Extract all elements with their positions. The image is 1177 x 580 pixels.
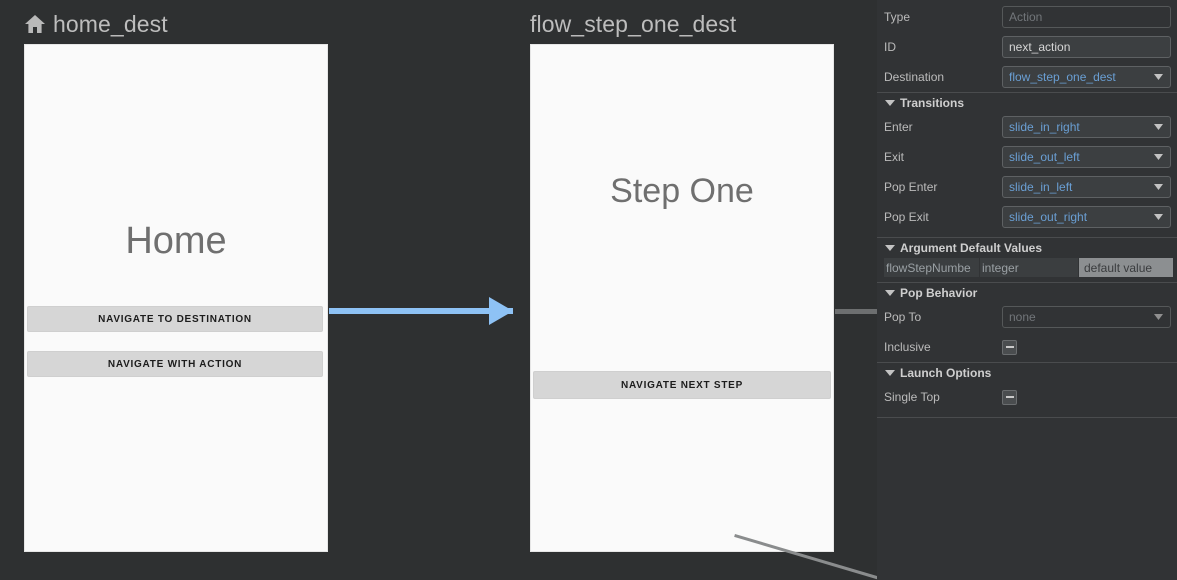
checkbox-indeterminate-icon: [1005, 396, 1014, 398]
property-row-pop-exit: Pop Exit slide_out_right: [877, 202, 1177, 232]
chevron-down-icon: [1150, 67, 1166, 87]
section-header-launch-options[interactable]: Launch Options: [877, 363, 1177, 382]
pop-enter-label: Pop Enter: [884, 180, 938, 194]
enter-transition-value: slide_in_right: [1009, 120, 1080, 134]
destination-node-home-dest[interactable]: home_dest Home NAVIGATE TO DESTINATION N…: [24, 4, 328, 552]
inclusive-label: Inclusive: [884, 340, 931, 354]
properties-panel[interactable]: Type Action ID next_action Destination f…: [877, 0, 1177, 580]
exit-label: Exit: [884, 150, 905, 164]
section-title-launch-options: Launch Options: [900, 365, 992, 380]
enter-label: Enter: [884, 120, 913, 134]
navigation-graph-canvas[interactable]: home_dest Home NAVIGATE TO DESTINATION N…: [0, 0, 877, 580]
destination-node-title-row: home_dest: [24, 4, 328, 44]
argument-default-value-cell[interactable]: default value: [1079, 258, 1173, 277]
property-row-pop-to: Pop To none: [877, 302, 1177, 332]
property-row-pop-enter: Pop Enter slide_in_left: [877, 172, 1177, 202]
property-row-id: ID next_action: [877, 32, 1177, 62]
navigate-with-action-button[interactable]: NAVIGATE WITH ACTION: [27, 351, 323, 377]
divider: [877, 237, 1177, 238]
section-title-argument-default-values: Argument Default Values: [900, 240, 1043, 255]
home-icon: [24, 14, 46, 34]
pop-exit-transition-dropdown[interactable]: slide_out_right: [1002, 206, 1171, 228]
type-field: Action: [1002, 6, 1171, 28]
section-header-argument-default-values[interactable]: Argument Default Values: [877, 238, 1177, 257]
exit-transition-dropdown[interactable]: slide_out_left: [1002, 146, 1171, 168]
destination-value: flow_step_one_dest: [1009, 70, 1116, 84]
navigate-to-destination-button[interactable]: NAVIGATE TO DESTINATION: [27, 306, 323, 332]
card-center-label: Home: [125, 220, 227, 262]
destination-node-flow-step-one-dest[interactable]: flow_step_one_dest Step One NAVIGATE NEX…: [530, 4, 834, 552]
section-header-pop-behavior[interactable]: Pop Behavior: [877, 283, 1177, 302]
destination-card-flow-step-one[interactable]: Step One NAVIGATE NEXT STEP: [530, 44, 834, 552]
pop-exit-label: Pop Exit: [884, 210, 929, 224]
exit-transition-value: slide_out_left: [1009, 150, 1080, 164]
edge-flow-step-one-outgoing[interactable]: [835, 309, 877, 314]
pop-enter-transition-dropdown[interactable]: slide_in_left: [1002, 176, 1171, 198]
pop-to-label: Pop To: [884, 310, 922, 324]
inclusive-checkbox[interactable]: [1002, 339, 1017, 355]
chevron-down-icon: [885, 99, 895, 106]
argument-name-cell[interactable]: flowStepNumbe: [884, 258, 980, 277]
destination-node-title: home_dest: [53, 11, 168, 37]
single-top-label: Single Top: [884, 390, 940, 404]
pop-enter-transition-value: slide_in_left: [1009, 180, 1073, 194]
destination-node-title-row: flow_step_one_dest: [530, 4, 834, 44]
argument-type-cell[interactable]: integer: [980, 258, 1079, 277]
checkbox-indeterminate-icon: [1005, 346, 1014, 348]
divider: [877, 282, 1177, 283]
divider: [877, 362, 1177, 363]
pop-to-dropdown[interactable]: none: [1002, 306, 1171, 328]
single-top-checkbox[interactable]: [1002, 389, 1017, 405]
chevron-down-icon: [1150, 207, 1166, 227]
pop-to-value: none: [1009, 310, 1036, 324]
card-center-label: Step One: [610, 172, 754, 210]
section-title-transitions: Transitions: [900, 95, 965, 110]
property-row-inclusive: Inclusive: [877, 332, 1177, 362]
pop-exit-transition-value: slide_out_right: [1009, 210, 1088, 224]
argument-defaults-row[interactable]: flowStepNumbe integer default value: [884, 258, 1173, 277]
property-row-type: Type Action: [877, 2, 1177, 32]
destination-dropdown[interactable]: flow_step_one_dest: [1002, 66, 1171, 88]
edge-arrowhead-icon: [489, 297, 513, 325]
type-label: Type: [884, 10, 911, 24]
section-title-pop-behavior: Pop Behavior: [900, 285, 978, 300]
id-label: ID: [884, 40, 896, 54]
navigate-next-step-button[interactable]: NAVIGATE NEXT STEP: [533, 371, 831, 399]
edge-home-to-flow-step-one[interactable]: [329, 308, 513, 314]
destination-node-title: flow_step_one_dest: [530, 11, 737, 37]
section-header-transitions[interactable]: Transitions: [877, 93, 1177, 112]
chevron-down-icon: [1150, 117, 1166, 137]
id-input[interactable]: next_action: [1002, 36, 1171, 58]
chevron-down-icon: [1150, 177, 1166, 197]
property-row-exit: Exit slide_out_left: [877, 142, 1177, 172]
divider: [877, 417, 1177, 418]
property-row-single-top: Single Top: [877, 382, 1177, 412]
chevron-down-icon: [885, 244, 895, 251]
divider: [877, 92, 1177, 93]
chevron-down-icon: [885, 369, 895, 376]
enter-transition-dropdown[interactable]: slide_in_right: [1002, 116, 1171, 138]
destination-card-home[interactable]: Home NAVIGATE TO DESTINATION NAVIGATE WI…: [24, 44, 328, 552]
chevron-down-icon: [1150, 307, 1166, 327]
property-row-enter: Enter slide_in_right: [877, 112, 1177, 142]
property-row-destination: Destination flow_step_one_dest: [877, 62, 1177, 92]
destination-label: Destination: [884, 70, 945, 84]
chevron-down-icon: [885, 289, 895, 296]
chevron-down-icon: [1150, 147, 1166, 167]
